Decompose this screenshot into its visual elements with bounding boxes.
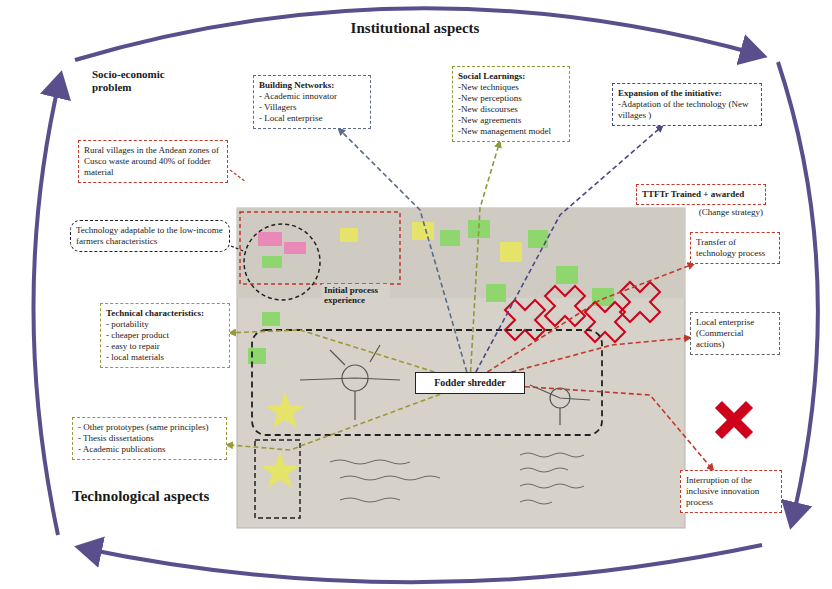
sticky-note xyxy=(500,242,522,262)
dashed-arrow xyxy=(230,330,435,372)
dashed-arrow xyxy=(476,126,663,372)
box-line: -New agreements xyxy=(458,115,564,126)
red-cross xyxy=(620,282,660,322)
dashed-arrow xyxy=(471,142,500,372)
box-line: - portability xyxy=(106,319,224,330)
dashed-arrow xyxy=(525,387,713,470)
handwriting xyxy=(330,453,584,504)
box-line: -New discourses xyxy=(458,104,564,115)
enterprise-box: Local enterprise (Commercial actions) xyxy=(690,312,780,355)
strategy-box: TTFTr Trained + awarded(Change strategy) xyxy=(636,184,766,205)
learnings-box: Social Learnings:-New techniques-New per… xyxy=(452,66,570,142)
sketch-line xyxy=(300,345,590,425)
red-cross xyxy=(585,302,625,342)
sticky-note xyxy=(258,232,282,246)
yellow-star xyxy=(261,452,299,488)
box-line: - easy to repair xyxy=(106,341,224,352)
interruption-box: Interruption of the inclusive innovation… xyxy=(680,470,782,513)
dashed-arrow xyxy=(511,338,690,372)
requirement-box: Technology adaptable to the low-income f… xyxy=(70,220,230,252)
outputs-box: - Other prototypes (same principles)- Th… xyxy=(72,417,227,460)
box-line: -New management model xyxy=(458,126,564,137)
box-text: Interruption of the inclusive innovation… xyxy=(686,475,776,508)
box-line: -New perceptions xyxy=(458,93,564,104)
region-label: Technological aspects xyxy=(72,488,272,505)
box-line: - cheaper product xyxy=(106,330,224,341)
sticky-note xyxy=(262,256,282,268)
dashed-rect xyxy=(255,440,300,518)
box-text: - Other prototypes (same principles) xyxy=(78,422,221,433)
box-line: - Thesis dissertations xyxy=(78,433,221,444)
sticky-note xyxy=(440,230,460,246)
yellow-star xyxy=(266,392,304,428)
box-text: Technical characteristics: xyxy=(106,308,224,319)
box-text: TTFTr Trained + awarded xyxy=(642,189,760,200)
sticky-note xyxy=(340,228,358,242)
box-text: Rural villages in the Andean zones of Cu… xyxy=(84,145,222,178)
box-text: Expansion of the initiative: xyxy=(618,88,756,99)
photo-shade xyxy=(237,208,685,298)
photo-label: Initial process experience xyxy=(322,284,390,307)
box-text: Social Learnings: xyxy=(458,71,564,82)
box-text: Technology adaptable to the low-income f… xyxy=(76,225,224,247)
characteristics-box: Technical characteristics:- portability-… xyxy=(100,303,230,368)
sticky-note xyxy=(486,284,506,302)
expansion-box: Expansion of the initiative:-Adaptation … xyxy=(612,83,762,126)
sticky-note xyxy=(556,266,578,284)
dashed-arrow xyxy=(339,129,467,372)
box-text: Local enterprise (Commercial actions) xyxy=(696,317,774,350)
leader-line xyxy=(231,246,246,252)
box-line: - Villagers xyxy=(259,102,365,113)
box-line: -Adaptation of the technology (New villa… xyxy=(618,99,756,121)
cycle-arrow xyxy=(82,545,762,582)
red-cross xyxy=(545,286,585,326)
machine-label: Fodder shredder xyxy=(415,372,525,394)
dashed-circle xyxy=(244,224,320,300)
region-label: Institutional aspects xyxy=(335,20,495,37)
big-red-x xyxy=(715,401,753,439)
cycle-arrow xyxy=(33,78,60,535)
networks-box: Building Networks:- Academic innovator- … xyxy=(253,75,371,129)
box-line: - Academic innovator xyxy=(259,91,365,102)
box-line: -New techniques xyxy=(458,82,564,93)
box-line: - Local enterprise xyxy=(259,113,365,124)
cycle-arrow xyxy=(778,62,818,522)
sticky-note xyxy=(248,348,266,364)
transfer-box: Transfer of technology process xyxy=(690,232,780,264)
leader-line xyxy=(230,170,246,182)
photo-ground xyxy=(237,208,685,528)
sticky-note xyxy=(412,222,434,240)
dashed-arrow xyxy=(487,264,693,372)
sticky-note xyxy=(262,312,280,326)
box-line: (Change strategy) xyxy=(697,207,765,218)
cycle-arrow xyxy=(75,8,760,60)
box-text: Transfer of technology process xyxy=(696,237,774,259)
problem-box: Rural villages in the Andean zones of Cu… xyxy=(78,140,228,183)
dashed-arrow xyxy=(227,394,440,450)
big-red-x xyxy=(715,401,753,439)
dashed-region xyxy=(252,330,602,435)
box-text: Fodder shredder xyxy=(421,377,519,389)
sticky-note xyxy=(284,242,306,254)
box-text: Building Networks: xyxy=(259,80,365,91)
box-line: - Academic publications xyxy=(78,444,221,455)
box-line: - local materials xyxy=(106,352,224,363)
dashed-frame xyxy=(240,212,400,284)
sticky-note xyxy=(528,230,548,248)
region-label: Socio-economic problem xyxy=(92,68,192,93)
